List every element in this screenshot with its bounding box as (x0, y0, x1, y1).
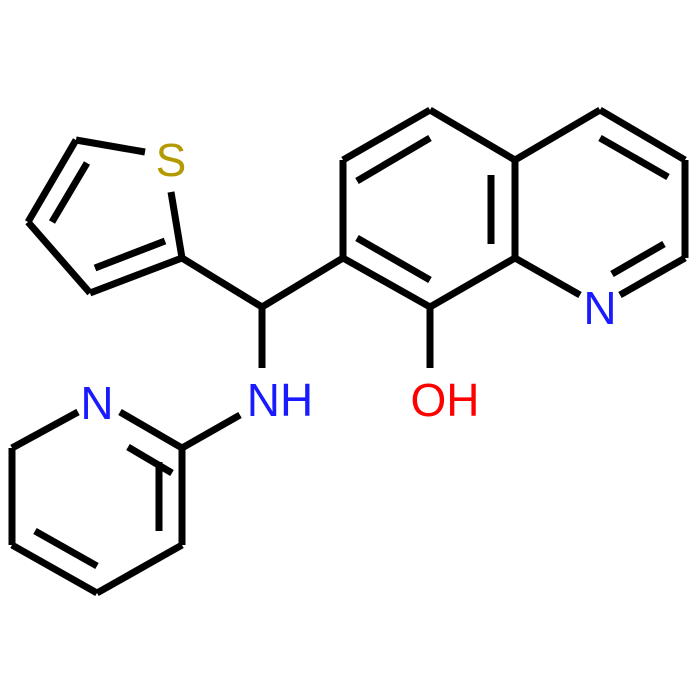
bond (513, 254, 582, 299)
pyridine-nitrogen-label: N (80, 377, 113, 429)
bond (513, 106, 602, 164)
bond (93, 237, 167, 272)
bond (167, 191, 186, 259)
bond-ch-thiophene (180, 255, 264, 310)
bond (24, 138, 80, 224)
bond (118, 408, 184, 452)
bond (341, 106, 432, 164)
hydroxyl-oh-label: OH (411, 374, 480, 426)
pyridine-ring (8, 408, 186, 597)
quinoline-nitrogen-label: N (583, 282, 616, 334)
bond-c7-ch (260, 255, 345, 310)
bond (618, 254, 687, 299)
bond (610, 240, 666, 278)
bond (355, 134, 432, 185)
bond (126, 443, 174, 477)
bond-nh-pyridine (180, 411, 242, 452)
amine-nh-label: NH (247, 374, 313, 426)
bond (48, 161, 91, 224)
quinoline-pyridine-ring (513, 106, 689, 299)
bond (95, 541, 184, 597)
bond (88, 254, 184, 297)
bond (33, 527, 99, 570)
sulfur-atom-label: S (156, 134, 187, 186)
bond (598, 106, 687, 164)
bond (75, 136, 146, 156)
bond (25, 219, 93, 296)
bond (10, 541, 99, 597)
bond (341, 254, 432, 311)
bond (355, 234, 432, 284)
quinoline-benzo-ring (339, 106, 519, 311)
bond (598, 134, 670, 181)
bond (10, 408, 80, 452)
bond (428, 106, 517, 164)
bond (428, 254, 517, 311)
thiophene-ring (24, 136, 186, 297)
